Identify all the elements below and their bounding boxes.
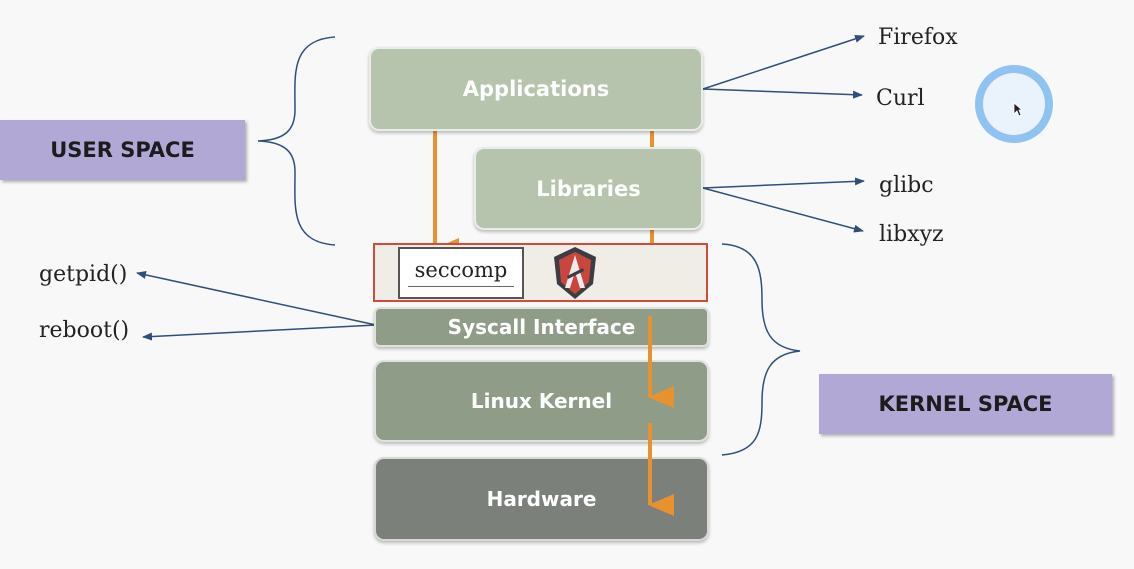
- curl-label: Curl: [876, 86, 925, 111]
- pointer-icon: [1013, 102, 1023, 117]
- seccomp-layer: seccomp: [373, 243, 708, 302]
- arrow-to-libxyz: [702, 187, 864, 233]
- syscall-interface-layer: Syscall Interface: [374, 307, 709, 347]
- seccomp-logo: seccomp: [398, 247, 524, 299]
- kernel-space-label: KERNEL SPACE: [819, 374, 1112, 434]
- seccomp-underline: [408, 286, 514, 287]
- linux-kernel-layer: Linux Kernel: [374, 360, 709, 442]
- seccomp-label: seccomp: [414, 258, 508, 282]
- applications-layer: Applications: [369, 47, 703, 131]
- libxyz-label: libxyz: [879, 222, 944, 247]
- arrow-to-curl: [702, 88, 863, 99]
- arrow-to-glibc: [702, 177, 865, 189]
- user-space-label: USER SPACE: [0, 120, 245, 180]
- reboot-label: reboot(): [39, 318, 130, 343]
- user-space-brace: [257, 36, 336, 246]
- shield-icon: [554, 247, 596, 299]
- arrow-to-getpid: [136, 271, 377, 326]
- firefox-label: Firefox: [878, 25, 958, 50]
- hardware-layer: Hardware: [374, 457, 709, 541]
- libraries-layer: Libraries: [474, 147, 703, 230]
- arrow-to-firefox: [702, 35, 865, 90]
- glibc-label: glibc: [879, 173, 934, 198]
- getpid-label: getpid(): [39, 262, 128, 287]
- arrow-to-reboot: [142, 324, 377, 341]
- kernel-space-brace: [721, 243, 801, 456]
